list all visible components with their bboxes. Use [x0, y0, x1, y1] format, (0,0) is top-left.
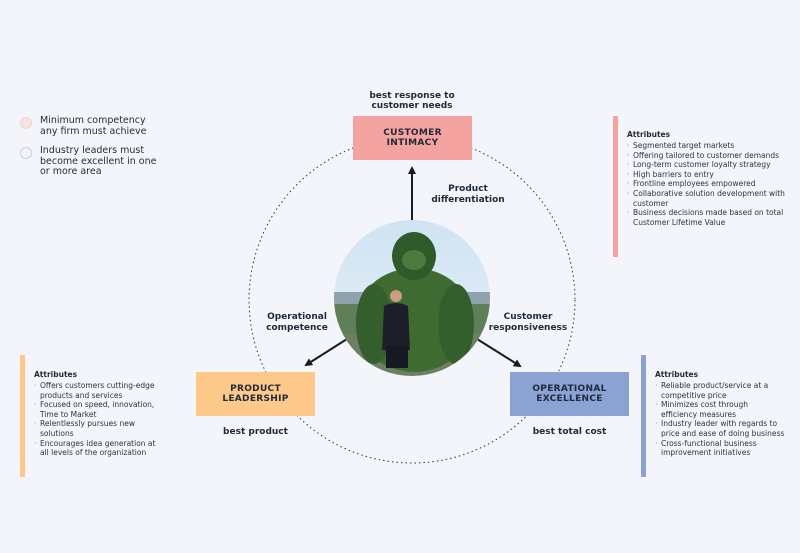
legend-item-minimum: Minimum competency any firm must achieve [20, 115, 170, 137]
attributes-panel-customer-intimacy: Attributes Segmented target markets Offe… [613, 116, 793, 257]
list-item: Segmented target markets [627, 141, 793, 151]
list-item: Focused on speed, innovation, Time to Ma… [34, 400, 165, 419]
customer-intimacy-box: CUSTOMER INTIMACY [353, 116, 472, 160]
attributes-title-customer-intimacy: Attributes [627, 130, 671, 139]
list-item: Frontline employees empowered [627, 179, 793, 189]
attributes-title-product-leadership: Attributes [34, 370, 78, 379]
legend-text-minimum: Minimum competency any firm must achieve [40, 115, 147, 137]
label-customer-responsiveness: Customer responsiveness [488, 312, 568, 333]
list-item: Relentlessly pursues new solutions [34, 419, 165, 438]
label-product-differentiation: Product differentiation [431, 184, 505, 205]
center-topiary-photo [334, 220, 490, 376]
list-item: Long-term customer loyalty strategy [627, 160, 793, 170]
list-item: Offering tailored to customer demands [627, 151, 793, 161]
list-item: Minimizes cost through efficiency measur… [655, 400, 786, 419]
customer-intimacy-caption: best response to customer needs [369, 91, 455, 111]
list-item: Cross-functional business improvement in… [655, 439, 786, 458]
arrow-left [304, 338, 348, 367]
attributes-bar-product-leadership [20, 355, 25, 477]
list-item: Business decisions made based on total C… [627, 208, 793, 227]
operational-excellence-box: OPERATIONAL EXCELLENCE [510, 372, 629, 416]
legend-item-excellence: Industry leaders must become excellent i… [20, 145, 170, 178]
legend-dot-minimum [20, 117, 32, 129]
list-item: High barriers to entry [627, 170, 793, 180]
cycle-circle [248, 136, 576, 464]
legend-dot-excellence [20, 147, 32, 159]
gorilla-topiary-illustration [334, 220, 490, 376]
attributes-list-product-leadership: Offers customers cutting-edge products a… [34, 381, 165, 458]
list-item: Industry leader with regards to price an… [655, 419, 786, 438]
operational-excellence-label: OPERATIONAL EXCELLENCE [532, 384, 607, 404]
label-operational-competence: Operational competence [266, 312, 328, 333]
attributes-bar-operational-excellence [641, 355, 646, 477]
product-leadership-caption: best product [223, 427, 288, 437]
attributes-title-operational-excellence: Attributes [655, 370, 699, 379]
attributes-bar-customer-intimacy [613, 116, 618, 257]
operational-excellence-caption: best total cost [532, 427, 607, 437]
attributes-list-customer-intimacy: Segmented target markets Offering tailor… [627, 141, 793, 227]
list-item: Encourages idea generation at all levels… [34, 439, 165, 458]
list-item: Offers customers cutting-edge products a… [34, 381, 165, 400]
attributes-list-operational-excellence: Reliable product/service at a competitiv… [655, 381, 786, 458]
legend: Minimum competency any firm must achieve… [20, 115, 170, 178]
attributes-panel-operational-excellence: Attributes Reliable product/service at a… [641, 355, 793, 477]
product-leadership-box: PRODUCT LEADERSHIP [196, 372, 315, 416]
list-item: Collaborative solution development with … [627, 189, 793, 208]
list-item: Reliable product/service at a competitiv… [655, 381, 786, 400]
legend-text-excellence: Industry leaders must become excellent i… [40, 145, 157, 177]
customer-intimacy-label: CUSTOMER INTIMACY [383, 128, 442, 148]
attributes-panel-product-leadership: Attributes Offers customers cutting-edge… [20, 355, 180, 477]
product-leadership-label: PRODUCT LEADERSHIP [222, 384, 289, 404]
arrow-right [476, 338, 522, 368]
